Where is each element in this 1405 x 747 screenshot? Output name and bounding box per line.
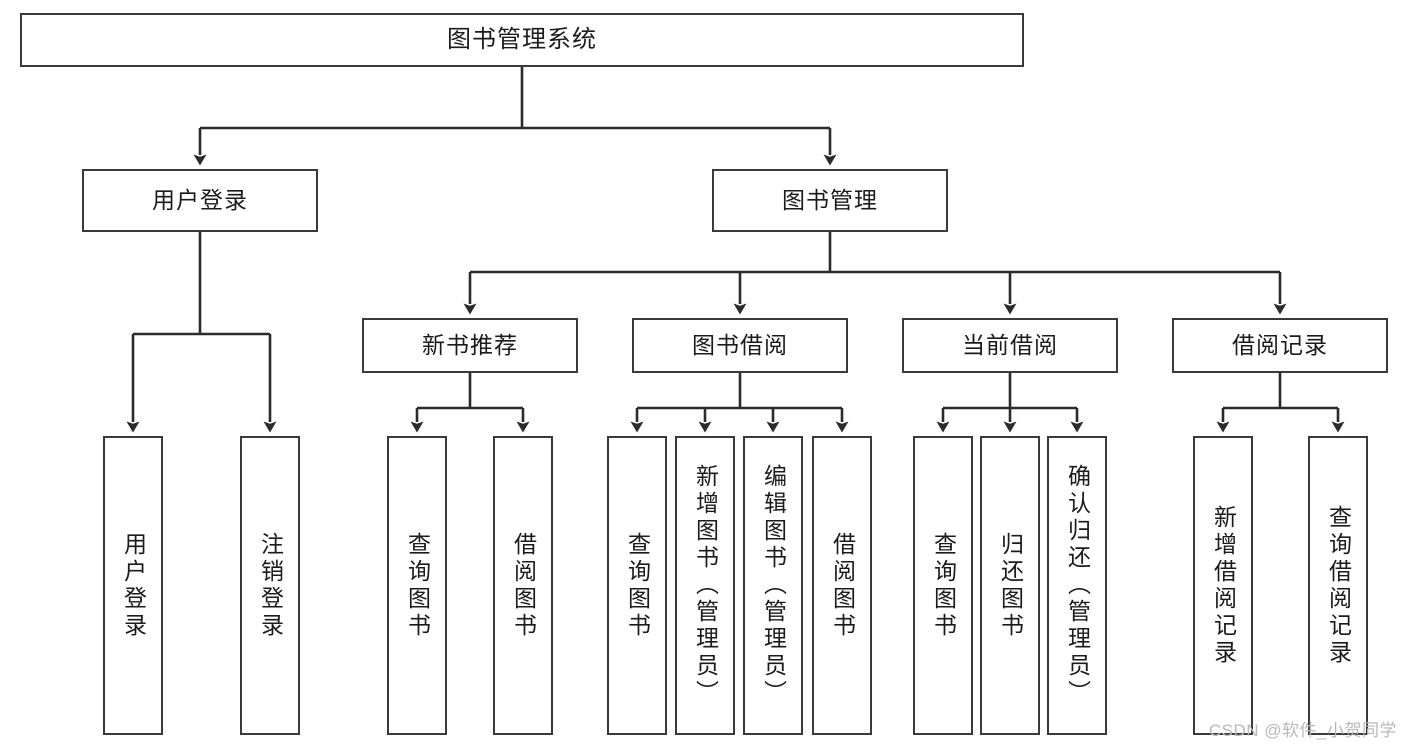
leaf-borrow-edit-book[interactable]: 编辑图书（管理员） <box>743 436 803 735</box>
node-book-management[interactable]: 图书管理 <box>712 169 948 232</box>
leaf-newbook-query-book-label: 查询图书 <box>404 531 431 640</box>
leaf-current-confirm-return-label: 确认归还（管理员） <box>1064 464 1091 707</box>
leaf-borrow-borrow-book-label: 借阅图书 <box>829 531 856 640</box>
node-new-book-recommend[interactable]: 新书推荐 <box>362 318 578 373</box>
leaf-current-return-book[interactable]: 归还图书 <box>980 436 1040 735</box>
node-user-login-label: 用户登录 <box>152 186 248 213</box>
watermark-text: CSDN @软件_小贺同学 <box>1208 721 1397 740</box>
node-root-label: 图书管理系统 <box>447 25 597 53</box>
node-current-borrow[interactable]: 当前借阅 <box>902 318 1118 373</box>
leaf-current-confirm-return[interactable]: 确认归还（管理员） <box>1047 436 1107 735</box>
leaf-borrow-edit-book-label: 编辑图书（管理员） <box>760 464 787 707</box>
leaf-current-return-book-label: 归还图书 <box>997 531 1024 640</box>
leaf-record-query-record[interactable]: 查询借阅记录 <box>1308 436 1368 735</box>
leaf-newbook-borrow-book[interactable]: 借阅图书 <box>493 436 553 735</box>
node-root[interactable]: 图书管理系统 <box>20 13 1024 67</box>
leaf-record-query-record-label: 查询借阅记录 <box>1325 504 1352 667</box>
leaf-current-query-book[interactable]: 查询图书 <box>913 436 973 735</box>
node-book-borrow[interactable]: 图书借阅 <box>632 318 848 373</box>
leaf-borrow-query-book[interactable]: 查询图书 <box>607 436 667 735</box>
node-borrow-record[interactable]: 借阅记录 <box>1172 318 1388 373</box>
leaf-user-login[interactable]: 用户登录 <box>103 436 163 735</box>
node-borrow-record-label: 借阅记录 <box>1232 331 1328 358</box>
leaf-borrow-query-book-label: 查询图书 <box>624 531 651 640</box>
leaf-newbook-borrow-book-label: 借阅图书 <box>510 531 537 640</box>
leaf-user-login-label: 用户登录 <box>120 531 147 640</box>
leaf-borrow-add-book-label: 新增图书（管理员） <box>692 464 719 707</box>
leaf-logout[interactable]: 注销登录 <box>240 436 300 735</box>
node-new-book-recommend-label: 新书推荐 <box>422 331 518 358</box>
node-book-management-label: 图书管理 <box>782 186 878 213</box>
node-book-borrow-label: 图书借阅 <box>692 331 788 358</box>
leaf-borrow-add-book[interactable]: 新增图书（管理员） <box>675 436 735 735</box>
leaf-record-add-record-label: 新增借阅记录 <box>1210 504 1237 667</box>
leaf-record-add-record[interactable]: 新增借阅记录 <box>1193 436 1253 735</box>
leaf-current-query-book-label: 查询图书 <box>930 531 957 640</box>
leaf-logout-label: 注销登录 <box>257 531 284 640</box>
leaf-newbook-query-book[interactable]: 查询图书 <box>387 436 447 735</box>
node-user-login[interactable]: 用户登录 <box>82 169 318 232</box>
leaf-borrow-borrow-book[interactable]: 借阅图书 <box>812 436 872 735</box>
node-current-borrow-label: 当前借阅 <box>962 331 1058 358</box>
